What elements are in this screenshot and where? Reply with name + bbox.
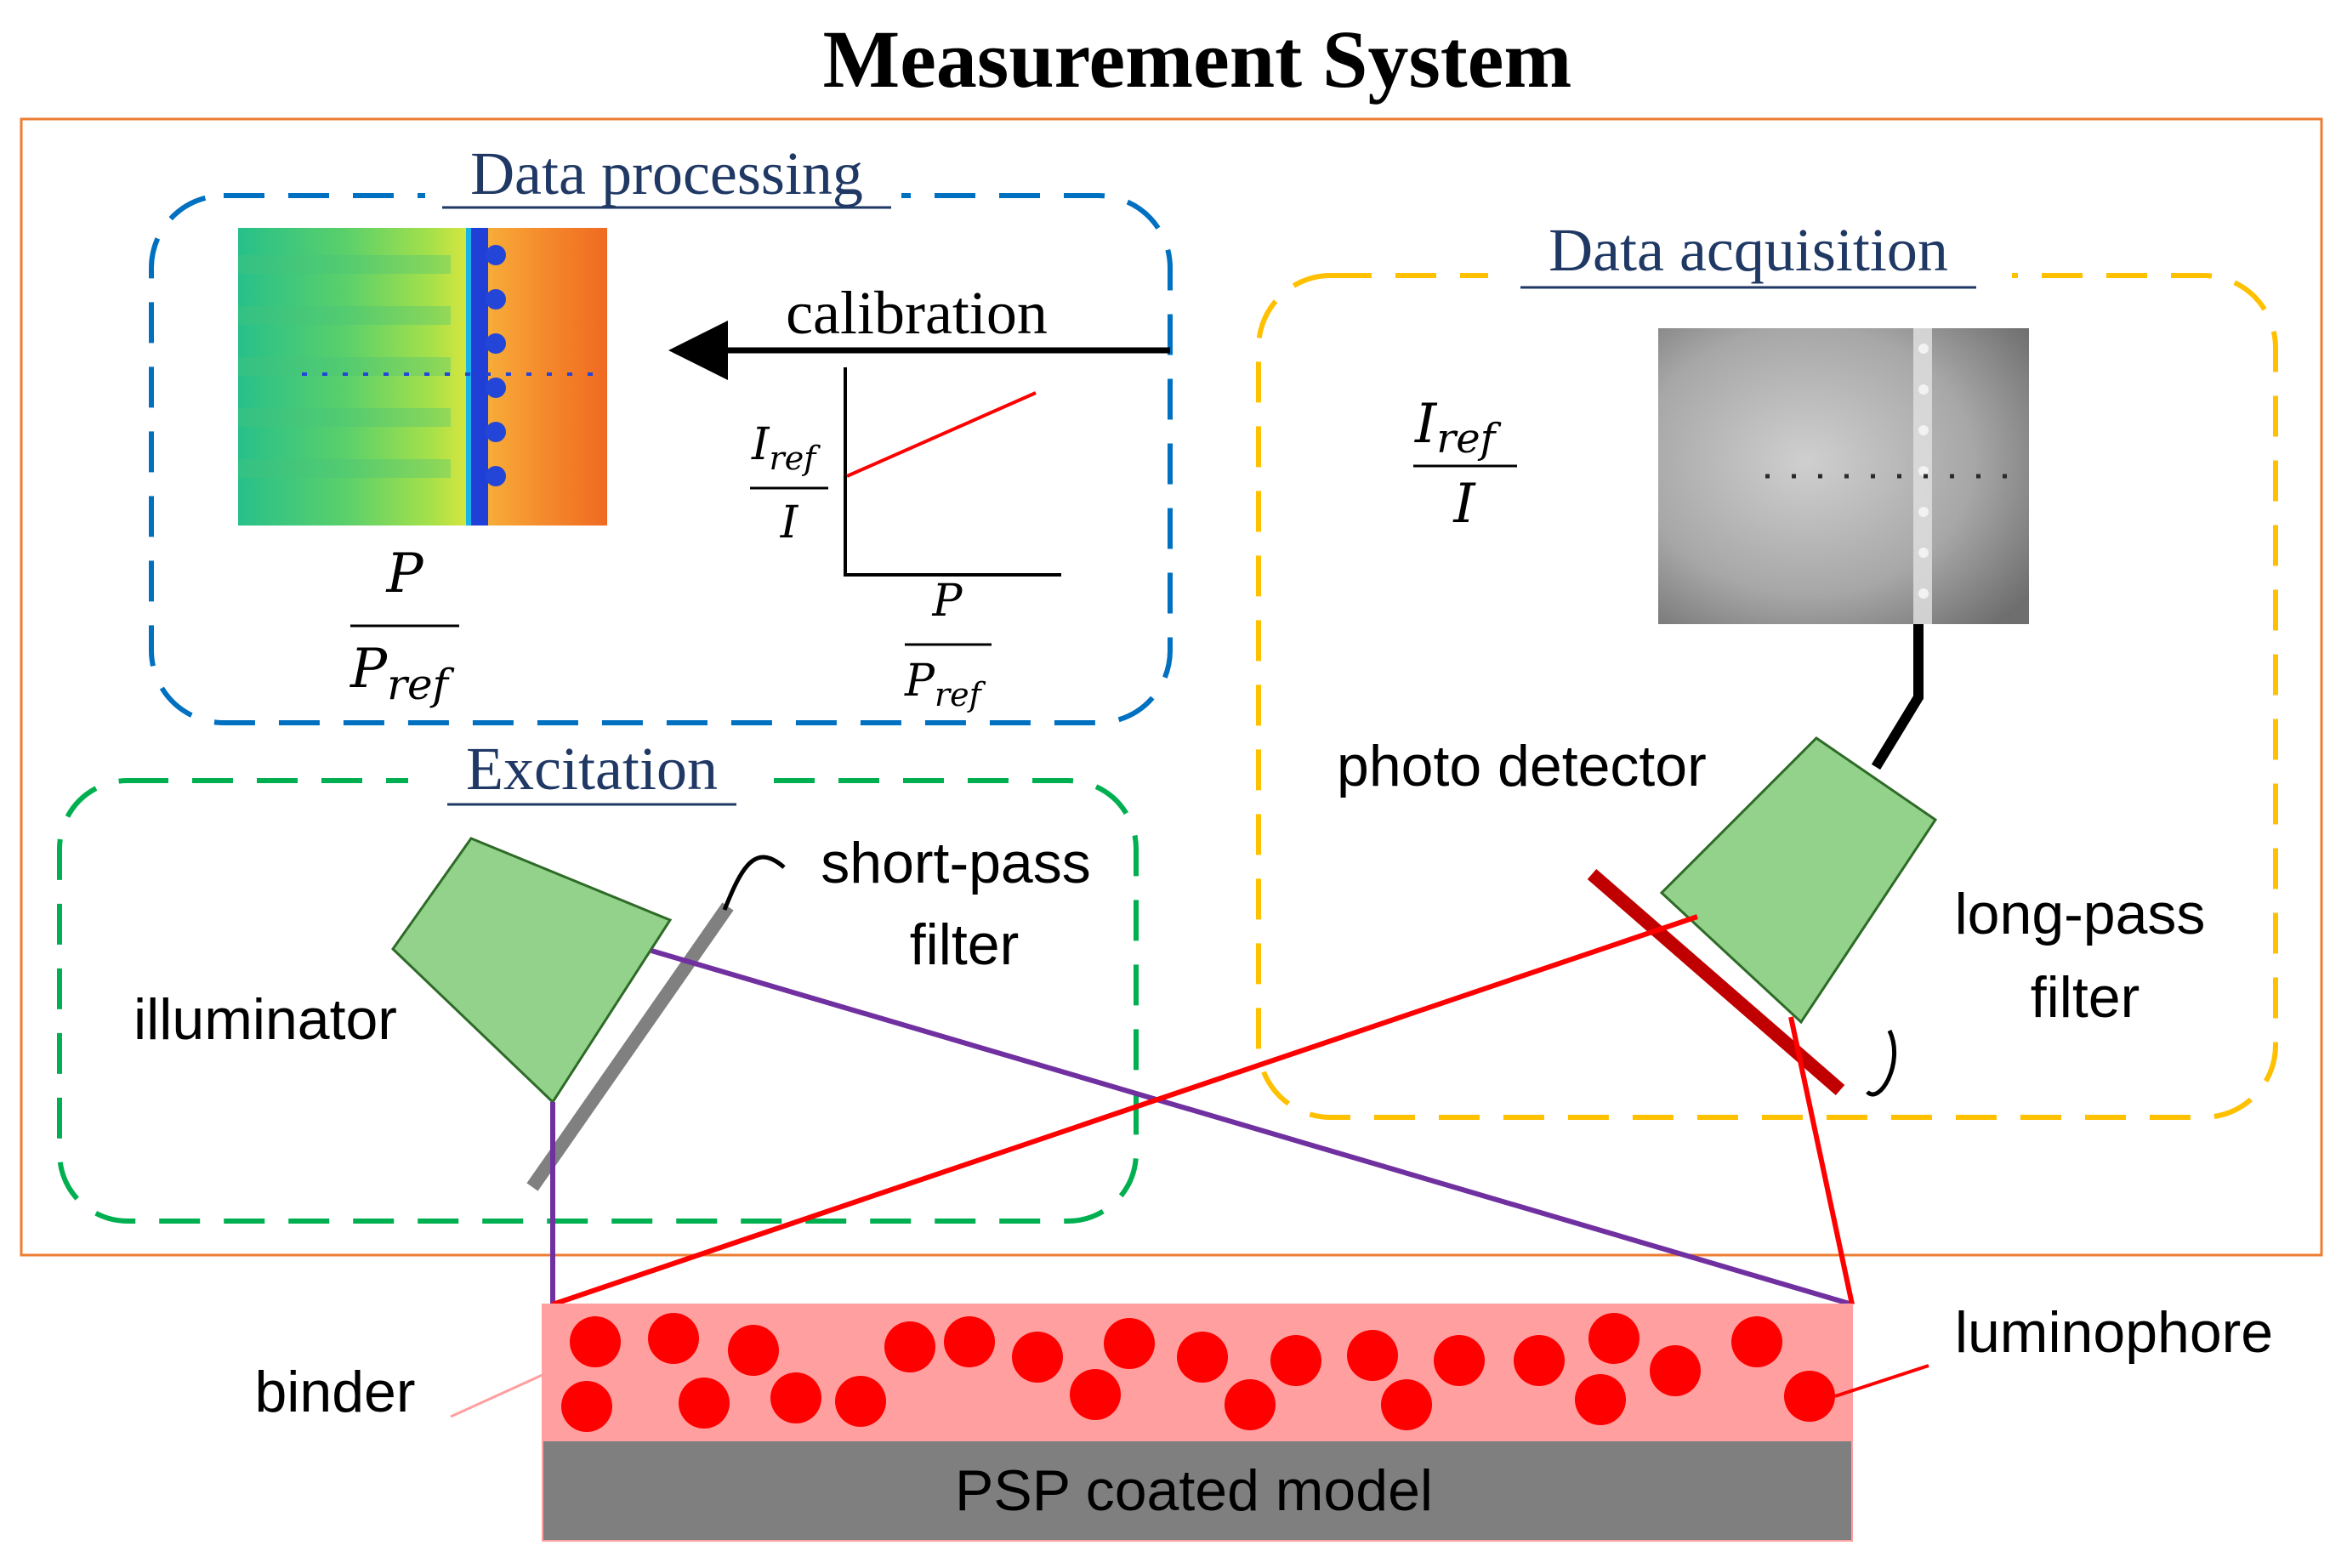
luminophore-pointer	[1834, 1364, 1929, 1398]
luminophore-label: luminophore	[1955, 1300, 2273, 1365]
psp-coated-model	[542, 1440, 1853, 1542]
calibration-y-axis-label: Iref I	[750, 419, 828, 548]
illuminator	[391, 837, 673, 1105]
detector-cable	[1871, 624, 1924, 770]
svg-text:P: P	[385, 543, 423, 605]
data-processing-heading: Data processing	[470, 139, 863, 207]
calibration-curve	[846, 391, 1037, 478]
calibration-x-axis-label: P Pref	[904, 576, 992, 713]
luminescence-light-paths	[552, 914, 1855, 1307]
calibration-label: calibration	[786, 279, 1048, 347]
svg-text:I: I	[1452, 473, 1476, 536]
pressure-map-image	[238, 228, 607, 526]
diagram-title: Measurement System	[823, 14, 1572, 105]
svg-text:I: I	[780, 497, 799, 548]
excitation-heading: Excitation	[466, 735, 718, 803]
svg-text:Iref: Iref	[1414, 393, 1502, 463]
data-processing-panel	[149, 193, 1173, 725]
short-pass-filter-pointer	[722, 855, 786, 911]
psp-coated-model-label: PSP coated model	[955, 1458, 1433, 1523]
short-pass-filter	[526, 902, 734, 1191]
measurement-system-frame	[20, 117, 2323, 1257]
long-pass-label-line2: filter	[2031, 965, 2140, 1030]
binder-label: binder	[254, 1360, 415, 1424]
photo-detector	[1659, 736, 1938, 1025]
svg-text:P: P	[932, 576, 963, 627]
data-acquisition-panel	[1256, 273, 2278, 1120]
pressure-ratio-formula: P Pref	[349, 543, 459, 709]
excitation-light-paths	[550, 948, 1853, 1307]
camera-frame-image	[1658, 328, 2029, 624]
binder-pointer	[450, 1372, 545, 1418]
svg-text:Iref: Iref	[751, 419, 821, 477]
long-pass-filter-pointer	[1866, 1029, 1896, 1097]
photo-detector-label: photo detector	[1337, 734, 1707, 798]
long-pass-label-line1: long-pass	[1955, 882, 2206, 946]
luminophore-particles	[561, 1313, 1835, 1432]
intensity-ratio-formula: Iref I	[1413, 393, 1517, 536]
calibration-graph	[844, 367, 1061, 577]
svg-text:Pref: Pref	[349, 638, 455, 709]
short-pass-label-line2: filter	[910, 912, 1019, 977]
illuminator-label: illuminator	[134, 987, 397, 1052]
short-pass-label-line1: short-pass	[821, 831, 1090, 895]
data-acquisition-heading: Data acquisition	[1549, 216, 1948, 284]
svg-text:Pref: Pref	[904, 656, 986, 713]
